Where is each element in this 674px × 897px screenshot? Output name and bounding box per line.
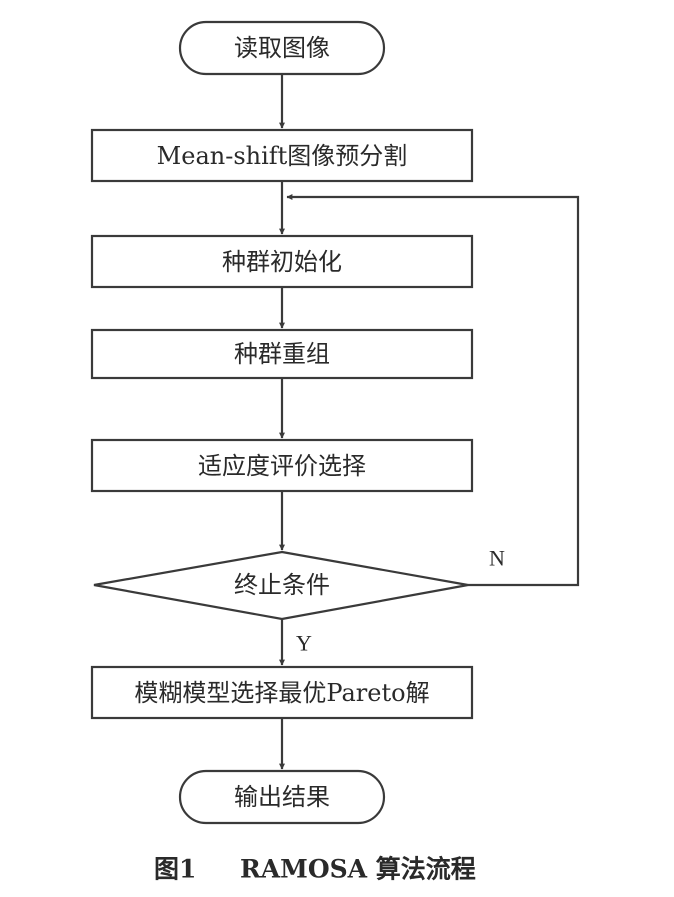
process-box	[90, 128, 474, 183]
terminal-shape	[178, 769, 386, 825]
node-presegment: Mean-shift图像预分割	[90, 128, 474, 183]
edge-termination-no-loop	[286, 194, 580, 587]
node-label: 输出结果	[234, 783, 330, 811]
node-pareto-select: 模糊模型选择最优Pareto解	[90, 665, 474, 720]
process-box	[90, 234, 474, 289]
node-termination: 终止条件	[93, 550, 469, 621]
node-recombine: 种群重组	[90, 328, 474, 380]
caption-title: RAMOSA 算法流程	[240, 855, 476, 884]
node-output: 输出结果	[178, 769, 386, 825]
node-label: 读取图像	[234, 34, 330, 62]
node-label: 适应度评价选择	[198, 452, 366, 480]
branch-label-no: N	[489, 546, 505, 571]
node-label: 种群初始化	[222, 248, 342, 276]
edges	[279, 74, 580, 770]
node-label: 模糊模型选择最优Pareto解	[134, 679, 429, 707]
node-label: 终止条件	[234, 571, 330, 599]
process-box	[90, 438, 474, 493]
process-box	[90, 328, 474, 380]
terminal-shape	[178, 20, 386, 76]
node-fitness: 适应度评价选择	[90, 438, 474, 493]
caption-number: 图1	[154, 855, 196, 884]
figure-caption: 图1 RAMOSA 算法流程	[154, 855, 476, 884]
node-label: 种群重组	[234, 340, 330, 368]
node-label: Mean-shift图像预分割	[157, 142, 408, 170]
process-box	[90, 665, 474, 720]
branch-label-yes: Y	[296, 631, 312, 656]
node-read-image: 读取图像	[178, 20, 386, 76]
node-init: 种群初始化	[90, 234, 474, 289]
decision-diamond	[93, 550, 469, 621]
